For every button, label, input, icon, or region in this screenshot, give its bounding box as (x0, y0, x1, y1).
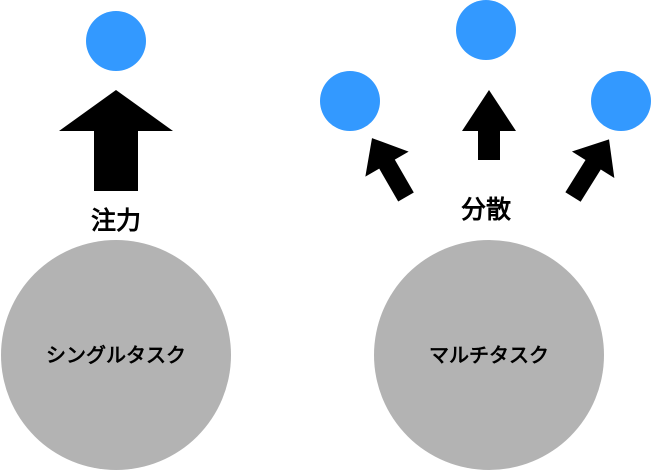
multi-task-arrow-center (462, 90, 516, 160)
multi-task-arrow-left (365, 138, 414, 202)
multi-task-target-dot-right (591, 71, 651, 131)
single-task-target-dot (86, 11, 146, 71)
multi-task-label: マルチタスク (429, 343, 549, 367)
multi-task-circle (374, 240, 604, 470)
single-task-group: 注力 シングルタスク (1, 11, 231, 470)
single-task-arrow-label: 注力 (91, 206, 141, 235)
single-task-circle (1, 240, 231, 470)
single-task-label: シングルタスク (46, 343, 186, 367)
single-task-focus-arrow (59, 90, 173, 191)
multi-task-target-dot-center (456, 0, 516, 60)
multi-task-group: 分散 マルチタスク (320, 0, 651, 470)
multi-task-arrow-label: 分散 (461, 195, 511, 224)
multi-task-arrow-right (565, 139, 615, 202)
multi-task-target-dot-left (320, 71, 380, 131)
